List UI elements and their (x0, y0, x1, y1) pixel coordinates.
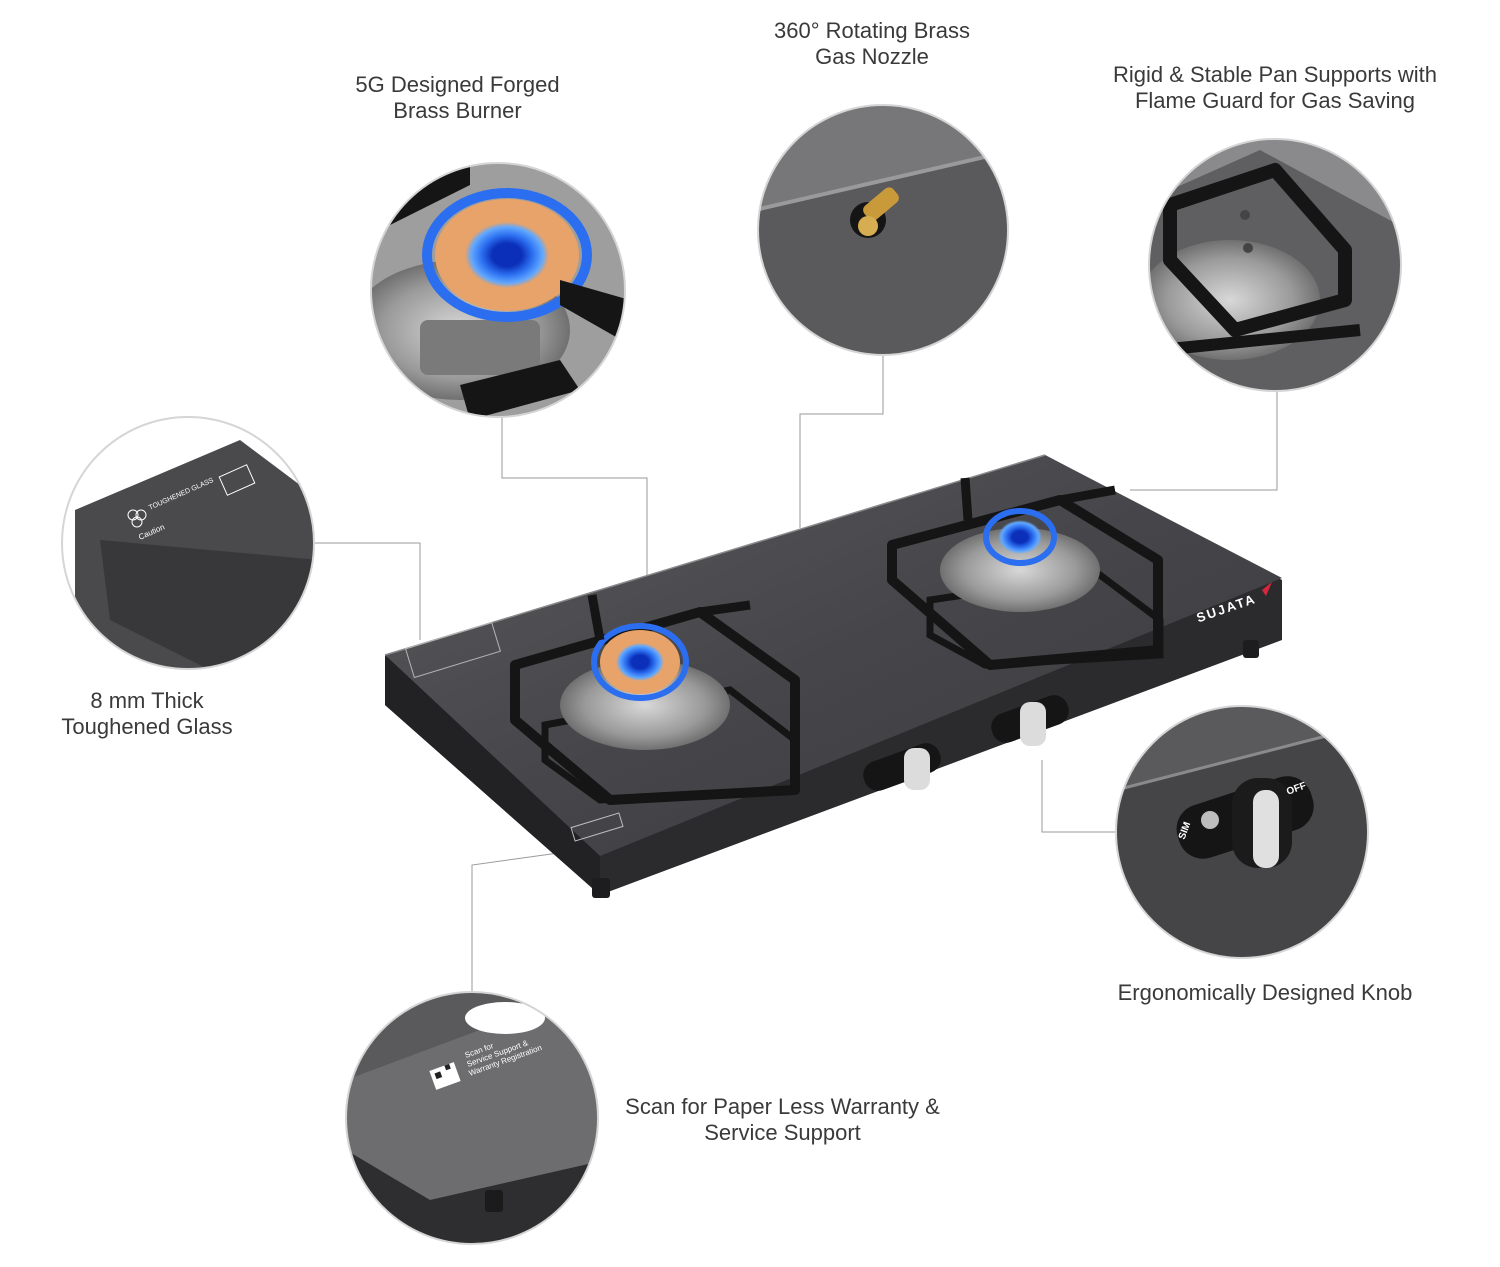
front-knobs (863, 695, 1069, 791)
cooktop (384, 454, 1282, 898)
knob-feature-label: Ergonomically Designed Knob (1090, 980, 1440, 1006)
glass-feature-line1: 8 mm Thick (90, 688, 204, 713)
warranty-feature-label: Scan for Paper Less Warranty & Service S… (600, 1094, 965, 1146)
brand-logo-mark (1262, 582, 1272, 596)
right-burner (887, 477, 1164, 670)
qr-sticker (570, 812, 624, 842)
burner-feature-label: 5G Designed Forged Brass Burner (325, 72, 590, 124)
pan-support-detail-circle (1148, 138, 1402, 392)
nozzle-feature-line1: 360° Rotating Brass (774, 18, 970, 43)
warranty-detail-circle: Scan for Service Support & Warranty Regi… (345, 991, 599, 1245)
knob-detail-circle: SIM OFF (1115, 705, 1369, 959)
nozzle-feature-label: 360° Rotating Brass Gas Nozzle (742, 18, 1002, 70)
warranty-feature-line1: Scan for Paper Less Warranty & (625, 1094, 940, 1119)
pan-support-feature-line1: Rigid & Stable Pan Supports with (1112, 62, 1438, 87)
leader-lines (314, 356, 1278, 992)
glass-feature-label: 8 mm Thick Toughened Glass (42, 688, 252, 740)
pan-support-feature-line2: Flame Guard for Gas Saving (1134, 88, 1415, 113)
knob-feature-line1: Ergonomically Designed Knob (1117, 980, 1413, 1005)
nozzle-detail-circle (757, 104, 1009, 356)
warranty-feature-line2: Service Support (704, 1120, 861, 1145)
glass-badge (404, 621, 502, 679)
left-burner (510, 594, 800, 805)
glass-detail-circle: TOUGHENED GLASS Caution (61, 416, 315, 670)
burner-detail-circle (370, 162, 626, 418)
nozzle-feature-line2: Gas Nozzle (815, 44, 929, 69)
burner-feature-line1: 5G Designed Forged (355, 72, 560, 97)
burner-feature-line2: Brass Burner (393, 98, 522, 123)
pan-support-feature-label: Rigid & Stable Pan Supports with Flame G… (1085, 62, 1465, 114)
glass-feature-line2: Toughened Glass (61, 714, 233, 739)
